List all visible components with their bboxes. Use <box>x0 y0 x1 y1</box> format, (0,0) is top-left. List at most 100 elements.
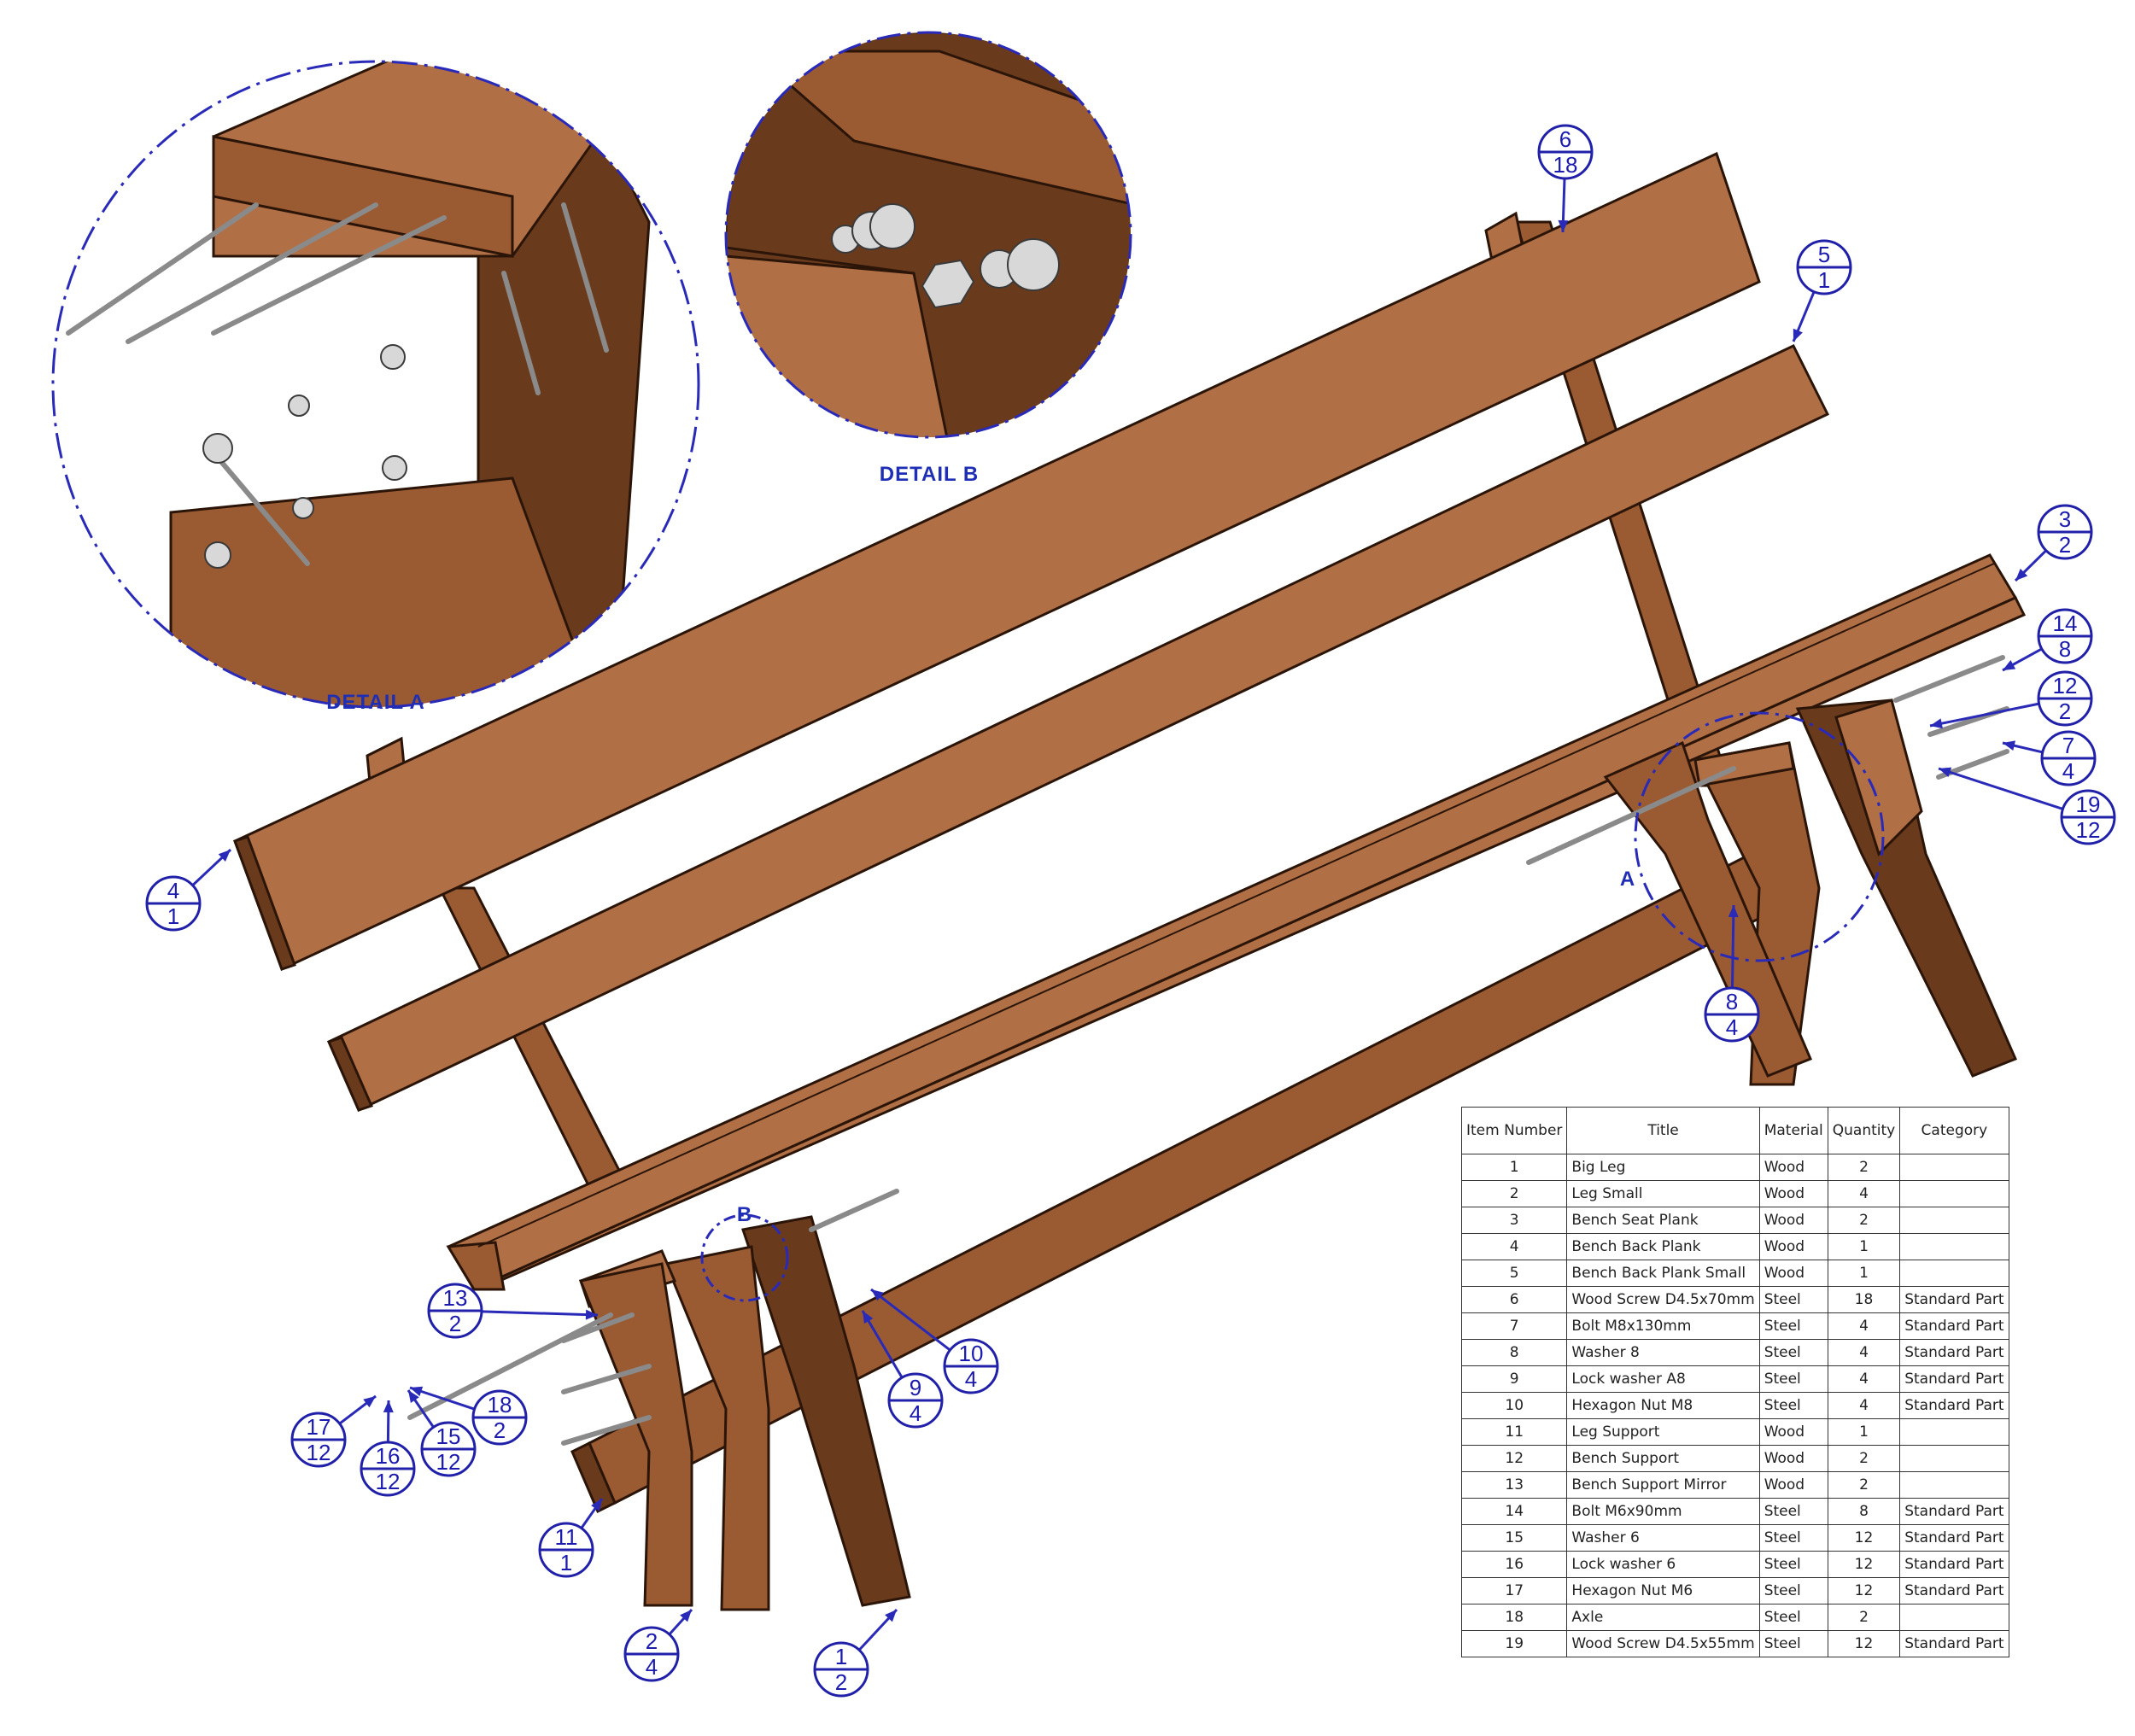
bom-title: Wood Screw D4.5x70mm <box>1566 1286 1760 1313</box>
balloon-item-number: 8 <box>1726 989 1738 1014</box>
balloon-arrowhead <box>1728 905 1739 918</box>
bom-material: Steel <box>1758 1312 1828 1340</box>
bom-quantity: 4 <box>1827 1392 1901 1419</box>
bom-quantity: 12 <box>1827 1524 1901 1552</box>
detail-b-label: DETAIL B <box>880 463 979 486</box>
balloon-quantity: 1 <box>1818 267 1830 293</box>
balloon-quantity: 1 <box>560 1550 572 1575</box>
balloon-item-number: 1 <box>835 1644 847 1669</box>
bom-category: Standard Part <box>1899 1339 2009 1366</box>
bom-quantity: 4 <box>1827 1312 1901 1340</box>
balloon-item-6: 618 <box>1537 124 1594 233</box>
balloon-arrowhead <box>885 1610 897 1622</box>
bom-title: Bench Support <box>1566 1445 1760 1472</box>
bom-item-number: 12 <box>1460 1445 1568 1472</box>
bom-item-number: 6 <box>1460 1286 1568 1313</box>
bom-header-title: Title <box>1566 1107 1760 1154</box>
bom-category: Standard Part <box>1899 1365 2009 1393</box>
balloon-quantity: 12 <box>307 1440 331 1465</box>
detail-b-view: DETAIL B <box>724 31 1132 486</box>
bom-category <box>1899 1445 2009 1472</box>
bom-item-number: 8 <box>1460 1339 1568 1366</box>
right-leg-assembly <box>1603 698 2017 1086</box>
balloon-arrowhead <box>2003 740 2015 751</box>
bom-title: Washer 8 <box>1566 1339 1760 1366</box>
balloon-quantity: 4 <box>1726 1014 1738 1040</box>
balloon-item-10: 104 <box>870 1288 999 1394</box>
bom-item-number: 16 <box>1460 1551 1568 1578</box>
bom-material: Steel <box>1758 1604 1828 1631</box>
bom-item-number: 15 <box>1460 1524 1568 1552</box>
balloon-quantity: 2 <box>449 1311 461 1336</box>
balloon-item-number: 18 <box>488 1392 512 1417</box>
bom-header-material: Material <box>1758 1107 1828 1154</box>
bench-back-plank-small-edge <box>326 1036 374 1112</box>
bom-material: Steel <box>1758 1551 1828 1578</box>
balloon-item-number: 7 <box>2062 733 2074 758</box>
bom-item-number: 11 <box>1460 1418 1568 1446</box>
bom-material: Steel <box>1758 1365 1828 1393</box>
bom-quantity: 4 <box>1827 1339 1901 1366</box>
bom-header-category: Category <box>1899 1107 2009 1154</box>
detail-a-view: DETAIL A <box>51 60 700 714</box>
balloon-leader <box>1929 702 2039 728</box>
bom-title: Bench Support Mirror <box>1566 1471 1760 1499</box>
bom-item-number: 2 <box>1460 1180 1568 1207</box>
balloon-item-number: 19 <box>2076 792 2101 817</box>
balloon-item-3: 32 <box>2014 504 2093 582</box>
bom-item-number: 13 <box>1460 1471 1568 1499</box>
bom-material: Wood <box>1758 1445 1828 1472</box>
bom-quantity: 12 <box>1827 1630 1901 1657</box>
balloon-arrowhead <box>410 1386 424 1397</box>
bom-material: Wood <box>1758 1180 1828 1207</box>
balloon-quantity: 12 <box>376 1469 401 1494</box>
balloon-leader <box>1938 767 2063 810</box>
bom-title: Axle <box>1566 1604 1760 1631</box>
balloon-item-number: 14 <box>2053 611 2078 636</box>
bom-item-number: 7 <box>1460 1312 1568 1340</box>
bench-illustration: A B <box>233 151 2027 1611</box>
bom-material: Steel <box>1758 1339 1828 1366</box>
balloon-arrowhead <box>1930 718 1943 729</box>
bom-title: Lock washer A8 <box>1566 1365 1760 1393</box>
bom-title: Washer 6 <box>1566 1524 1760 1552</box>
balloon-item-12: 122 <box>1929 670 2093 729</box>
bom-header-row: Item Number Title Material Quantity Cate… <box>1460 1107 2009 1154</box>
balloon-item-9: 94 <box>861 1310 944 1429</box>
bom-quantity: 18 <box>1827 1286 1901 1313</box>
balloon-quantity: 2 <box>2059 698 2071 724</box>
bom-item-number: 5 <box>1460 1260 1568 1287</box>
bom-category <box>1899 1207 2009 1234</box>
bom-quantity: 2 <box>1827 1445 1901 1472</box>
balloon-item-number: 3 <box>2059 506 2071 532</box>
balloon-quantity: 4 <box>965 1366 977 1392</box>
bom-quantity: 1 <box>1827 1233 1901 1260</box>
bom-category: Standard Part <box>1899 1551 2009 1578</box>
bom-material: Wood <box>1758 1418 1828 1446</box>
balloon-arrowhead <box>383 1400 394 1413</box>
bom-material: Steel <box>1758 1524 1828 1552</box>
balloon-item-number: 9 <box>910 1375 921 1400</box>
balloon-arrowhead <box>591 1499 602 1511</box>
bench-seat-plank-front-face <box>446 1241 506 1291</box>
balloon-arrowhead <box>2003 660 2016 670</box>
bom-category <box>1899 1180 2009 1207</box>
balloon-item-5: 51 <box>1792 239 1852 342</box>
bom-category <box>1899 1260 2009 1287</box>
balloon-arrowhead <box>363 1396 376 1408</box>
balloon-item-14: 148 <box>2002 608 2093 672</box>
balloon-leader <box>870 1288 951 1352</box>
bom-quantity: 1 <box>1827 1260 1901 1287</box>
balloon-item-2: 24 <box>623 1608 693 1682</box>
